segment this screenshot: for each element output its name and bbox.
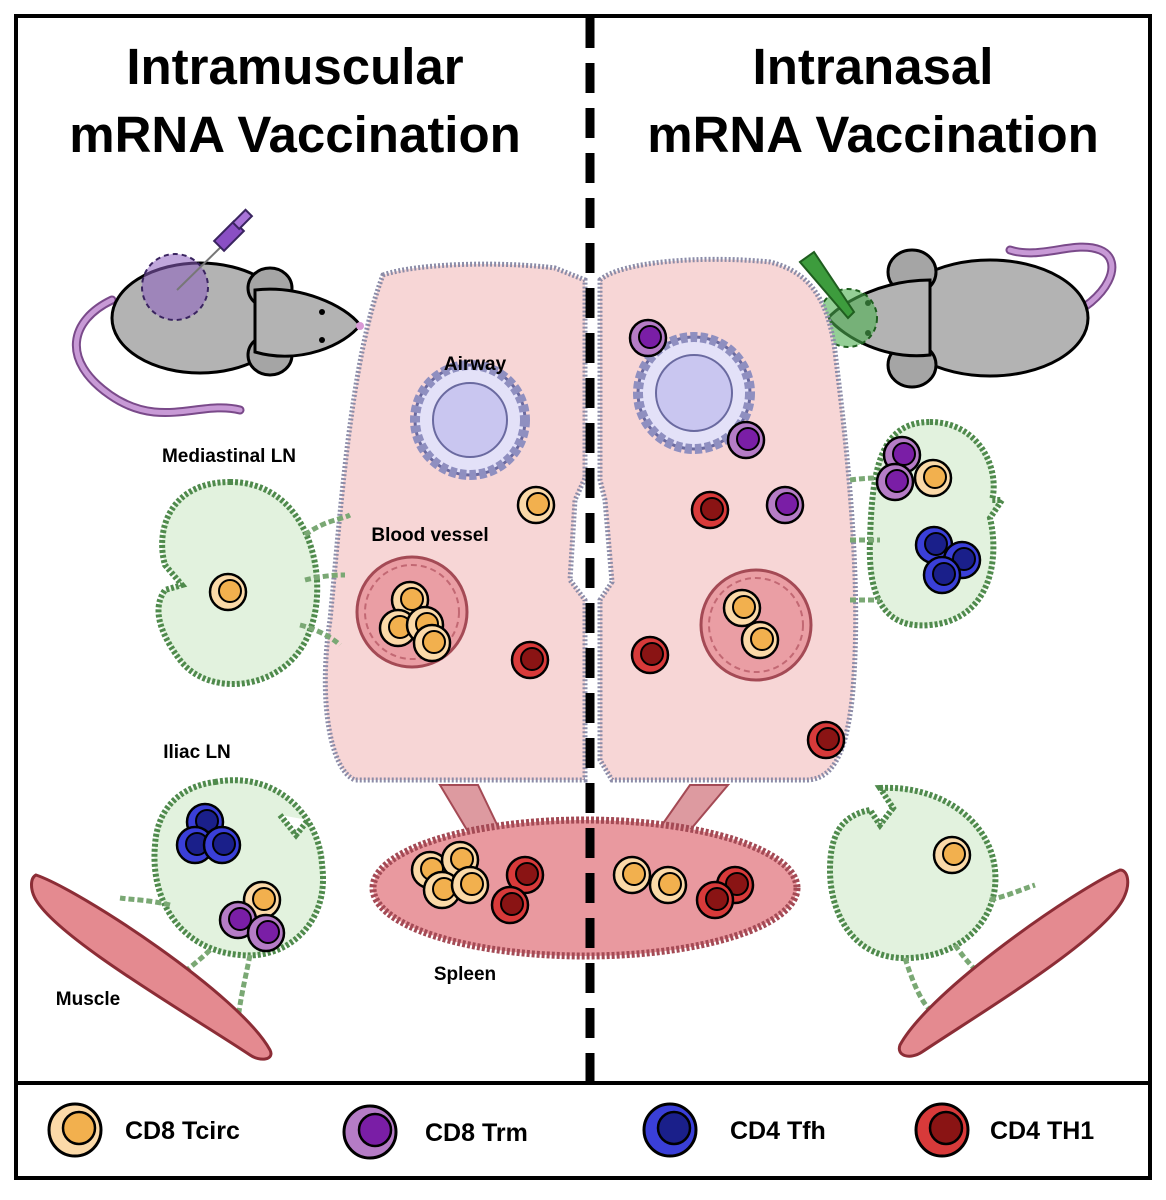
airway-label: Airway xyxy=(444,354,507,375)
right-title-line1: Intranasal xyxy=(753,38,994,95)
legend: CD8 Tcirc CD8 Trm CD4 Tfh CD4 TH1 xyxy=(47,1102,1094,1160)
cell-cd8-tcirc xyxy=(412,623,452,663)
legend-label-cd4-tfh: CD4 Tfh xyxy=(730,1117,826,1145)
cell-cd8-trm xyxy=(765,485,805,525)
cell-cd8-trm xyxy=(875,462,915,502)
cell-cd8-tcirc xyxy=(208,572,248,612)
cell-cd8-tcirc xyxy=(516,485,556,525)
cell-cd8-trm xyxy=(726,420,766,460)
blood-vessel-label: Blood vessel xyxy=(371,525,488,546)
right-muscle xyxy=(897,868,1130,1058)
right-iliac-ln xyxy=(826,784,999,962)
cell-cd4-th1 xyxy=(806,720,846,760)
muscle-label: Muscle xyxy=(56,989,120,1010)
cell-cd4-th1 xyxy=(695,880,735,920)
cell-cd8-trm xyxy=(628,318,668,358)
cell-cd8-tcirc xyxy=(450,865,490,905)
right-mouse xyxy=(798,242,1117,389)
cell-cd8-trm xyxy=(246,913,286,953)
cell-cd8-tcirc xyxy=(648,865,688,905)
legend-item-cd8-trm: CD8 Trm xyxy=(342,1104,528,1160)
legend-label-cd4-th1: CD4 TH1 xyxy=(990,1117,1094,1145)
left-lung xyxy=(322,261,588,783)
right-title-line2: mRNA Vaccination xyxy=(647,106,1099,163)
cell-cd4-th1 xyxy=(490,885,530,925)
left-title-line2: mRNA Vaccination xyxy=(69,106,521,163)
legend-item-cd4-tfh: CD4 Tfh xyxy=(642,1102,826,1158)
spleen-label: Spleen xyxy=(434,964,496,985)
iliac-ln-label: Iliac LN xyxy=(163,742,231,763)
cell-cd4-tfh xyxy=(922,555,962,595)
legend-label-cd8-trm: CD8 Trm xyxy=(425,1119,528,1147)
left-airway xyxy=(410,360,530,480)
legend-item-cd8-tcirc: CD8 Tcirc xyxy=(47,1102,240,1158)
cell-cd8-trm xyxy=(218,900,258,940)
cell-cd4-th1 xyxy=(505,855,545,895)
cell-cd8-tcirc xyxy=(913,458,953,498)
cell-cd8-tcirc xyxy=(932,835,972,875)
legend-item-cd4-th1: CD4 TH1 xyxy=(914,1102,1094,1158)
cell-cd4-tfh xyxy=(202,825,242,865)
cell-cd8-tcirc xyxy=(612,855,652,895)
spleen xyxy=(369,816,801,960)
lymphatic-vessels xyxy=(119,475,1036,1021)
mediastinal-ln-label: Mediastinal LN xyxy=(162,446,296,467)
cell-cd8-tcirc xyxy=(740,620,780,660)
left-mouse xyxy=(71,208,364,418)
cells xyxy=(175,318,982,953)
left-title-line1: Intramuscular xyxy=(126,38,463,95)
cell-cd4-th1 xyxy=(510,640,550,680)
cell-cd8-tcirc xyxy=(722,588,762,628)
cell-cd4-th1 xyxy=(630,635,670,675)
right-airway xyxy=(633,332,755,454)
cell-cd4-th1 xyxy=(690,490,730,530)
legend-label-cd8-tcirc: CD8 Tcirc xyxy=(125,1117,240,1145)
left-muscle xyxy=(30,873,273,1061)
